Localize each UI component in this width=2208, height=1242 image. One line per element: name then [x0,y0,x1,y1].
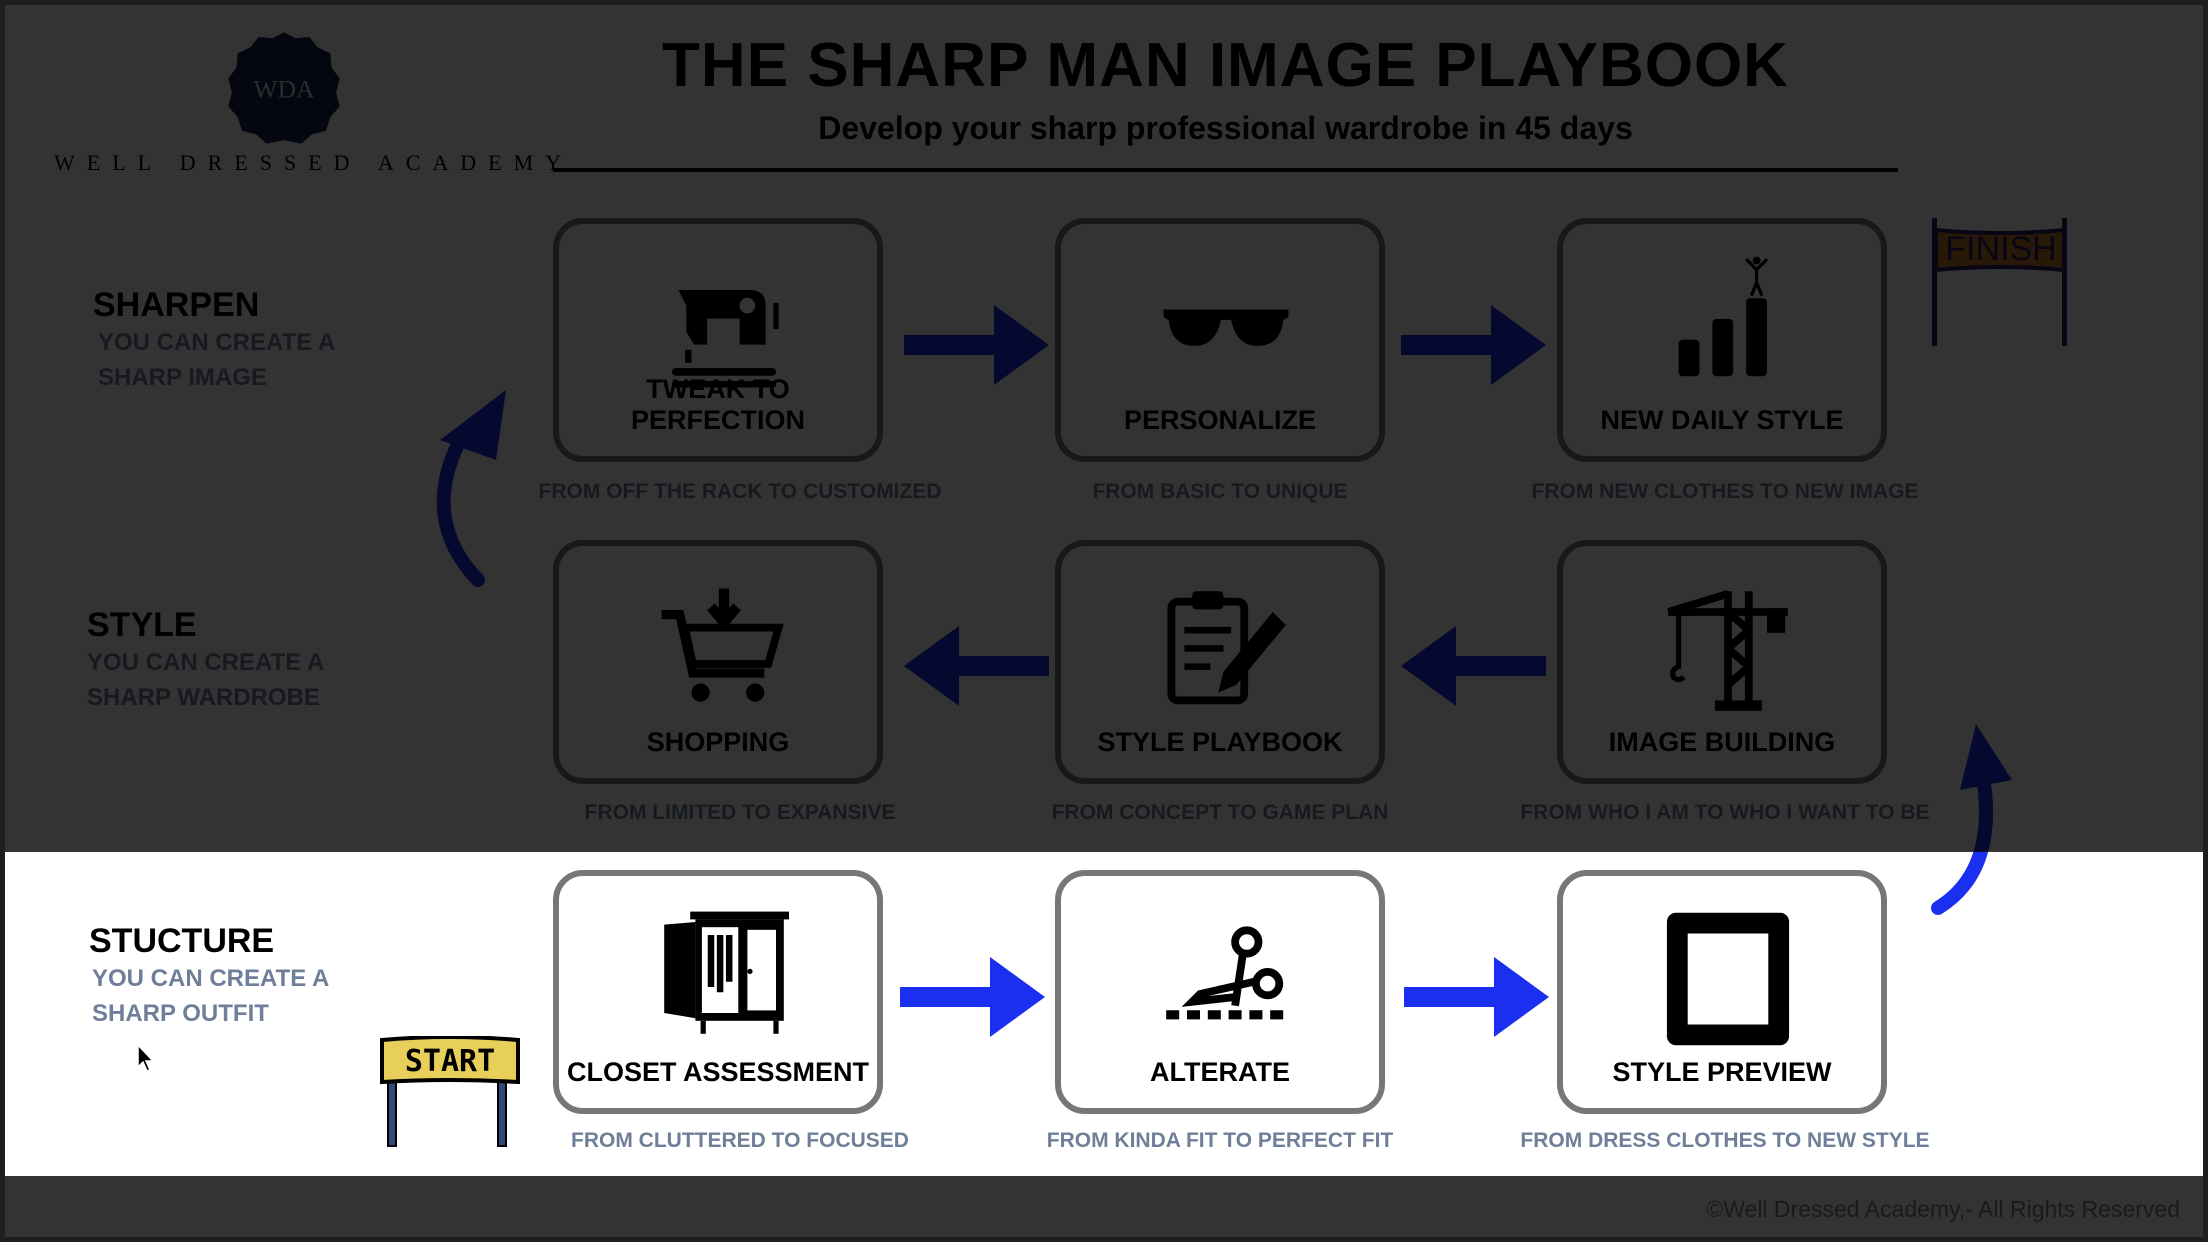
mouse-cursor-icon [137,1043,155,1072]
section-structure: STUCTURE YOU CAN CREATE A SHARP OUTFIT [89,922,329,1031]
start-sign: START [380,1036,520,1148]
stamp-frame-icon [1666,912,1790,1046]
section-heading: STUCTURE [89,922,275,960]
step-caption: FROM KINDA FIT TO PERFECT FIT [1046,1129,1394,1152]
step-style-preview[interactable]: STYLE PREVIEW [1557,870,1887,1114]
start-sign-text: START [404,1044,496,1079]
step-label: ALTERATE [1150,1057,1290,1087]
copyright-footer: ©Well Dressed Academy,- All Rights Reser… [1706,1196,2180,1222]
step-label: STYLE PREVIEW [1612,1057,1832,1087]
step-closet-assessment[interactable]: CLOSET ASSESSMENT [553,870,883,1114]
step-label: CLOSET ASSESSMENT [566,1057,870,1087]
scissors-icon [1166,926,1286,1020]
wardrobe-icon [664,911,789,1034]
section-subtitle: SHARP OUTFIT [92,1000,269,1027]
section-subtitle: YOU CAN CREATE A [92,965,330,992]
arrow-right-icon [900,957,1045,1037]
step-caption: FROM DRESS CLOTHES TO NEW STYLE [1520,1129,1930,1152]
step-caption: FROM CLUTTERED TO FOCUSED [571,1129,909,1152]
arrow-right-icon [1404,957,1549,1037]
step-alterate[interactable]: ALTERATE [1055,870,1385,1114]
start-sign-posts-icon [380,1036,520,1147]
